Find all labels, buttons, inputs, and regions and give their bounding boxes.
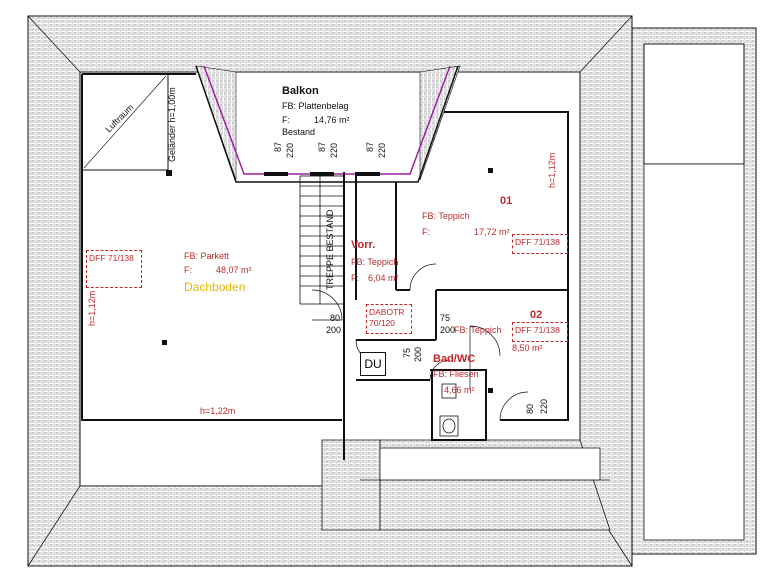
dim-mid-h: 200 [440, 325, 456, 335]
dachboden-name: Dachboden [184, 280, 246, 294]
h-112-left: h=1,12m [87, 290, 97, 326]
dim-vorr-w: 80 [330, 313, 341, 323]
room01-area: 17,72 m² [474, 227, 510, 237]
roof-tiles [27, 15, 633, 567]
gelaender-label: Geländer h=1,00m [167, 87, 177, 162]
window-marks [162, 168, 493, 393]
walls [81, 65, 569, 460]
dim-vorr-h: 200 [326, 325, 342, 335]
badwc-area: 4,66 m² [444, 385, 475, 395]
dim-02-h: 220 [539, 398, 549, 414]
dachboden-floor: FB: Parkett [184, 251, 230, 261]
dim-bad-h: 200 [413, 346, 423, 362]
balkon-title: Balkon [282, 85, 319, 97]
vorr-title: Vorr. [351, 239, 376, 251]
dabotr-box: DABOTR 70/120 [366, 304, 412, 334]
balkon-area: 14,76 m² [314, 115, 350, 125]
dim-w2-bot: 220 [329, 142, 339, 158]
badwc-floor: FB: Fliesen [433, 369, 479, 379]
vorr-area: 6,04 m² [368, 273, 399, 283]
badwc-title: Bad/WC [433, 353, 476, 365]
dim-w1-bot: 220 [285, 142, 295, 158]
vorr-area-label: F: [351, 273, 359, 283]
h-112-right: h=1,12m [547, 152, 557, 188]
dim-w1-top: 87 [273, 141, 283, 152]
shower-du: DU [360, 352, 386, 376]
dachboden-area: 48,07 m² [216, 265, 252, 275]
room01-title: 01 [500, 195, 513, 207]
vorr-floor: FB: Teppich [351, 257, 399, 267]
dim-w3-bot: 220 [377, 142, 387, 158]
h-122-bottom: h=1,22m [200, 406, 236, 416]
dabotr-size: 70/120 [369, 317, 395, 328]
dim-w3-top: 87 [365, 141, 375, 152]
dabotr-label: DABOTR [369, 307, 405, 317]
balkon-note: Bestand [282, 127, 316, 137]
balkon-area-label: F: [282, 115, 290, 125]
luftraum-diagonal [83, 75, 167, 169]
room01-floor: FB: Teppich [422, 211, 470, 221]
room02-floor: FB: Teppich [454, 325, 502, 335]
dim-w2-top: 87 [317, 141, 327, 152]
room02-area: 8,50 m² [512, 343, 543, 353]
side-panel [631, 27, 757, 555]
dim-02-w: 80 [525, 403, 535, 414]
dff-02: DFF 71/138 [512, 322, 568, 342]
dim-bad-w: 75 [402, 347, 412, 358]
dff-left: DFF 71/138 [86, 250, 142, 288]
bath-fixtures [439, 383, 459, 437]
dim-mid-w: 75 [440, 313, 451, 323]
room01-area-label: F: [422, 227, 430, 237]
balkon-floor: FB: Plattenbelag [282, 101, 349, 111]
room02-title: 02 [530, 309, 543, 321]
treppe-label: TREPPE BESTAND [325, 209, 335, 290]
dachboden-area-label: F: [184, 265, 192, 275]
bottom-dormer [321, 439, 611, 531]
dff-01: DFF 71/138 [512, 234, 568, 254]
